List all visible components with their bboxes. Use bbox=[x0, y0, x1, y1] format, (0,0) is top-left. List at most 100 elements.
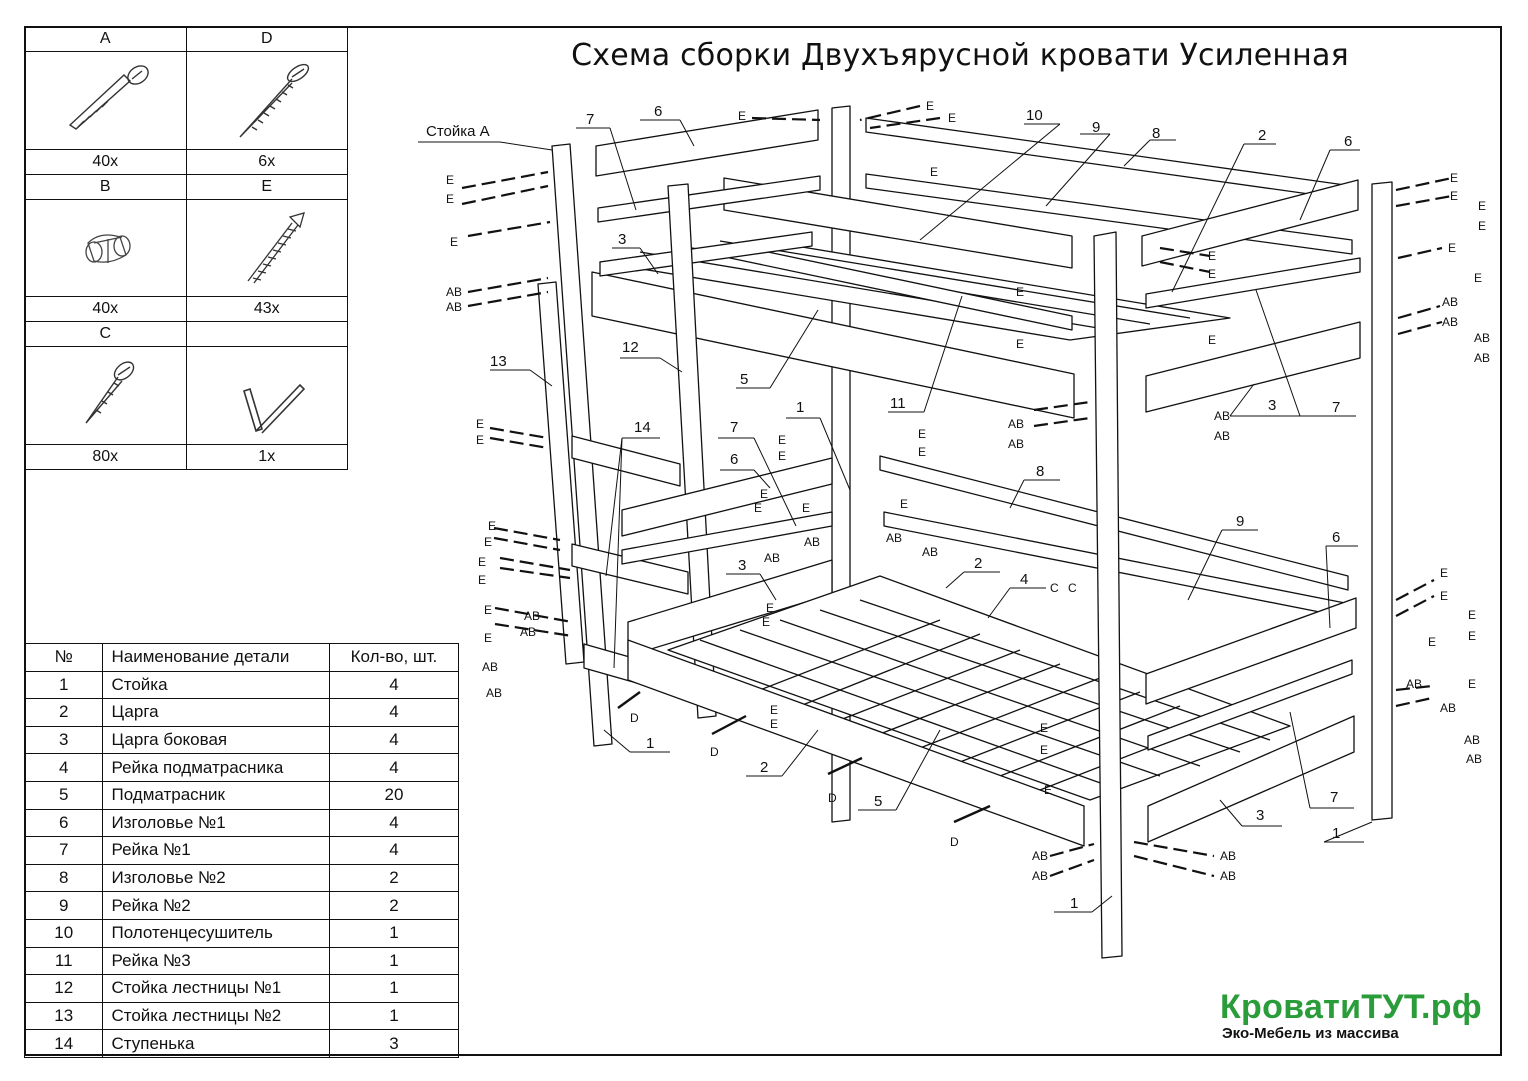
fastener-label: AB bbox=[1008, 417, 1024, 431]
fastener-label: E bbox=[802, 501, 810, 515]
fastener-label: AB bbox=[1008, 437, 1024, 451]
hardware-count: 40x bbox=[24, 148, 187, 175]
hardware-letter bbox=[185, 321, 348, 348]
fastener-label: E bbox=[446, 173, 454, 187]
fastener-label: E bbox=[1450, 171, 1458, 185]
part-label: 10 bbox=[1026, 107, 1043, 124]
fastener-label: D bbox=[710, 745, 719, 759]
fastener-label: E bbox=[778, 433, 786, 447]
fastener-label: D bbox=[828, 791, 837, 805]
fastener-label: E bbox=[1450, 189, 1458, 203]
fastener-label: E bbox=[918, 427, 926, 441]
part-label: 1 bbox=[1332, 825, 1340, 842]
hardware-letter: E bbox=[185, 173, 348, 200]
fastener-label: E bbox=[484, 631, 492, 645]
part-label: 5 bbox=[874, 793, 882, 810]
part-label: 1 bbox=[1070, 895, 1078, 912]
fastener-label: E bbox=[1478, 219, 1486, 233]
fastener-label: AB bbox=[524, 609, 540, 623]
fastener-label: AB bbox=[482, 660, 498, 674]
fastener-label: E bbox=[478, 573, 486, 587]
fastener-label: E bbox=[450, 235, 458, 249]
fastener-label: E bbox=[1208, 249, 1216, 263]
stand-a-label: Стойка А bbox=[426, 123, 490, 140]
fastener-label: AB bbox=[1406, 677, 1422, 691]
part-label: 8 bbox=[1152, 125, 1160, 142]
part-label: 8 bbox=[1036, 463, 1044, 480]
fastener-label: E bbox=[930, 165, 938, 179]
fastener-label: AB bbox=[1466, 752, 1482, 766]
part-label: 9 bbox=[1092, 119, 1100, 136]
fastener-label: E bbox=[738, 109, 746, 123]
page-title: Схема сборки Двухъярусной кровати Усилен… bbox=[571, 38, 1349, 73]
part-label: 3 bbox=[738, 557, 746, 574]
part-label: 7 bbox=[730, 419, 738, 436]
fastener-label: D bbox=[630, 711, 639, 725]
fastener-label: D bbox=[950, 835, 959, 849]
part-label: 2 bbox=[974, 555, 982, 572]
hardware-count: 80x bbox=[24, 443, 187, 471]
fastener-label: E bbox=[1468, 629, 1476, 643]
fastener-label: AB bbox=[446, 285, 462, 299]
fastener-label: E bbox=[1478, 199, 1486, 213]
part-label: 5 bbox=[740, 371, 748, 388]
screw-icon bbox=[239, 64, 309, 138]
hardware-count: 6x bbox=[185, 148, 348, 175]
fastener-label: E bbox=[760, 487, 768, 501]
fastener-label: E bbox=[476, 417, 484, 431]
fastener-label: E bbox=[488, 519, 496, 533]
fastener-label: C bbox=[1050, 581, 1059, 595]
fastener-label: AB bbox=[886, 531, 902, 545]
fastener-label: E bbox=[1016, 337, 1024, 351]
fastener-label: E bbox=[478, 555, 486, 569]
part-label: 7 bbox=[1330, 789, 1338, 806]
part-label: 11 bbox=[890, 395, 906, 412]
part-label: 14 bbox=[634, 419, 651, 436]
fastener-label: E bbox=[754, 501, 762, 515]
hardware-letter: A bbox=[24, 25, 187, 53]
fastener-label: E bbox=[1428, 635, 1436, 649]
fastener-label: AB bbox=[520, 625, 536, 639]
part-label: 6 bbox=[730, 451, 738, 468]
fastener-label: AB bbox=[1442, 315, 1458, 329]
fastener-label: E bbox=[1040, 743, 1048, 757]
part-label: 3 bbox=[1256, 807, 1264, 824]
small-screw-icon bbox=[85, 361, 135, 424]
fastener-label: E bbox=[900, 497, 908, 511]
brand-tagline: Эко-Мебель из массива bbox=[1222, 1025, 1399, 1042]
part-label: 7 bbox=[586, 111, 594, 128]
hardware-letter: D bbox=[185, 25, 348, 53]
part-label: 6 bbox=[654, 103, 662, 120]
part-label: 6 bbox=[1332, 529, 1340, 546]
fastener-label: C bbox=[1068, 581, 1077, 595]
bunk-bed-assembly-diagram: Стойка А 7 6 10 9 8 2 6 3 12 13 5 11 3 7… bbox=[418, 99, 1490, 959]
fastener-label: E bbox=[766, 601, 774, 615]
part-label: 1 bbox=[796, 399, 804, 416]
fastener-label: AB bbox=[1214, 429, 1230, 443]
fastener-label: E bbox=[1448, 241, 1456, 255]
fastener-label: AB bbox=[804, 535, 820, 549]
fastener-label: AB bbox=[922, 545, 938, 559]
drawing-frame bbox=[24, 26, 1502, 1056]
fastener-label: E bbox=[948, 111, 956, 125]
fastener-label: E bbox=[1440, 566, 1448, 580]
fastener-label: E bbox=[1208, 333, 1216, 347]
fastener-label: AB bbox=[446, 300, 462, 314]
fastener-label: AB bbox=[1442, 295, 1458, 309]
hex-key-icon bbox=[242, 383, 305, 434]
hardware-letter: B bbox=[24, 173, 187, 200]
fastener-label: AB bbox=[1440, 701, 1456, 715]
part-label: 12 bbox=[622, 339, 639, 356]
parts-header-row: № Наименование детали Кол-во, шт. bbox=[23, 643, 460, 672]
hardware-table: A D 40x bbox=[24, 25, 348, 471]
hardware-count: 40x bbox=[24, 296, 187, 323]
part-label: 1 bbox=[646, 735, 654, 752]
fastener-label: E bbox=[446, 192, 454, 206]
fastener-label: E bbox=[1208, 267, 1216, 281]
